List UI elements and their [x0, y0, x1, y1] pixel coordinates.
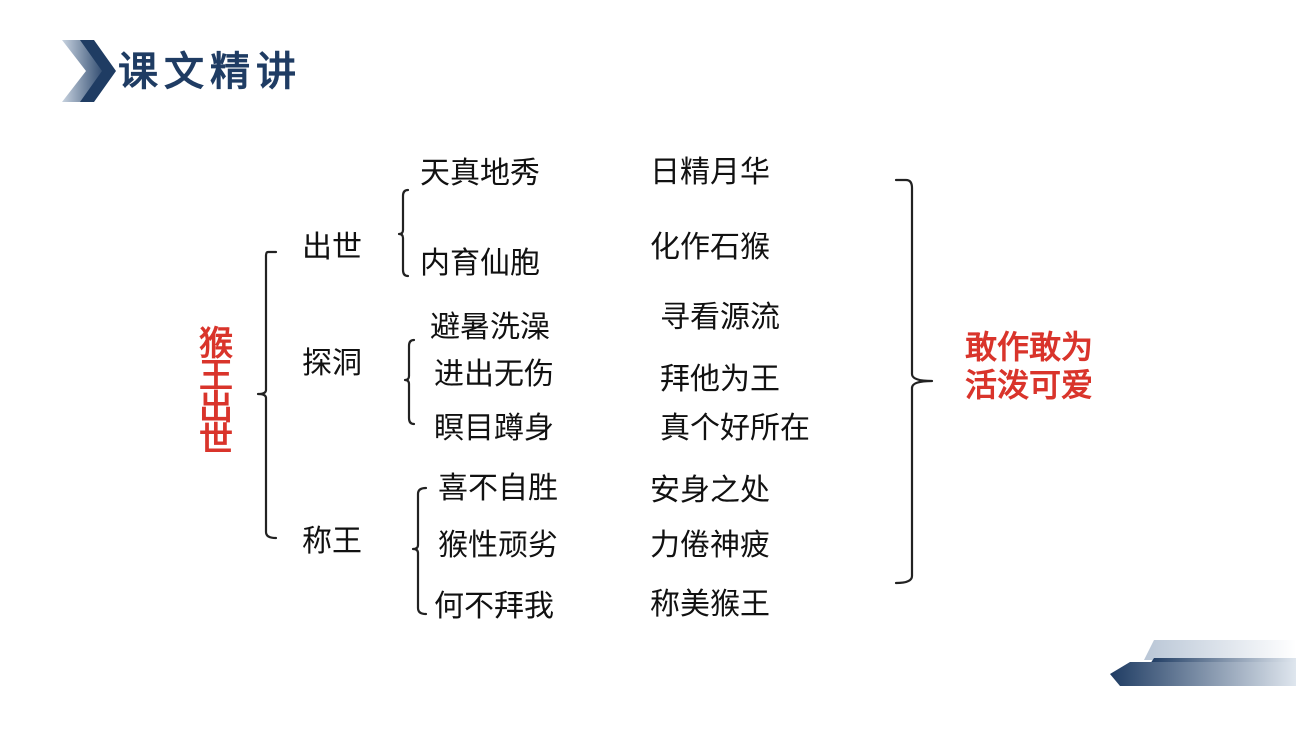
branch-label-chushi: 出世	[302, 230, 362, 265]
summary-line-2: 活泼可爱	[965, 366, 1094, 404]
summary-bracket	[894, 178, 934, 585]
tandong-bracket	[403, 338, 416, 426]
root-label: 猴王出世	[199, 324, 233, 460]
detail-label: 真个好所在	[660, 411, 810, 446]
detail-label: 拜他为王	[660, 362, 780, 397]
detail-label: 力倦神疲	[650, 528, 770, 563]
chushi-bracket	[397, 188, 410, 278]
root-bracket	[256, 250, 278, 540]
summary-line-1: 敢作敢为	[965, 328, 1094, 366]
detail-label: 寻看源流	[660, 300, 780, 335]
item-label: 何不拜我	[434, 589, 554, 624]
branch-label-tandong: 探洞	[302, 346, 362, 381]
summary: 敢作敢为 活泼可爱	[965, 328, 1093, 404]
item-label: 避暑洗澡	[430, 310, 550, 345]
item-label: 喜不自胜	[438, 471, 558, 506]
item-label: 猴性顽劣	[438, 528, 558, 563]
detail-label: 日精月华	[650, 155, 770, 190]
item-label: 瞑目蹲身	[434, 411, 554, 446]
footer-stripes	[1110, 640, 1296, 686]
page-title: 课文精讲	[118, 49, 302, 95]
branch-label-chengwang: 称王	[302, 524, 362, 559]
chengwang-bracket	[411, 486, 428, 616]
detail-label: 称美猴王	[650, 587, 770, 622]
item-label: 进出无伤	[434, 357, 554, 392]
detail-label: 化作石猴	[650, 230, 770, 265]
item-label: 天真地秀	[420, 156, 540, 191]
detail-label: 安身之处	[650, 473, 770, 508]
item-label: 内育仙胞	[420, 246, 540, 281]
header-chevron-icon	[62, 40, 116, 102]
